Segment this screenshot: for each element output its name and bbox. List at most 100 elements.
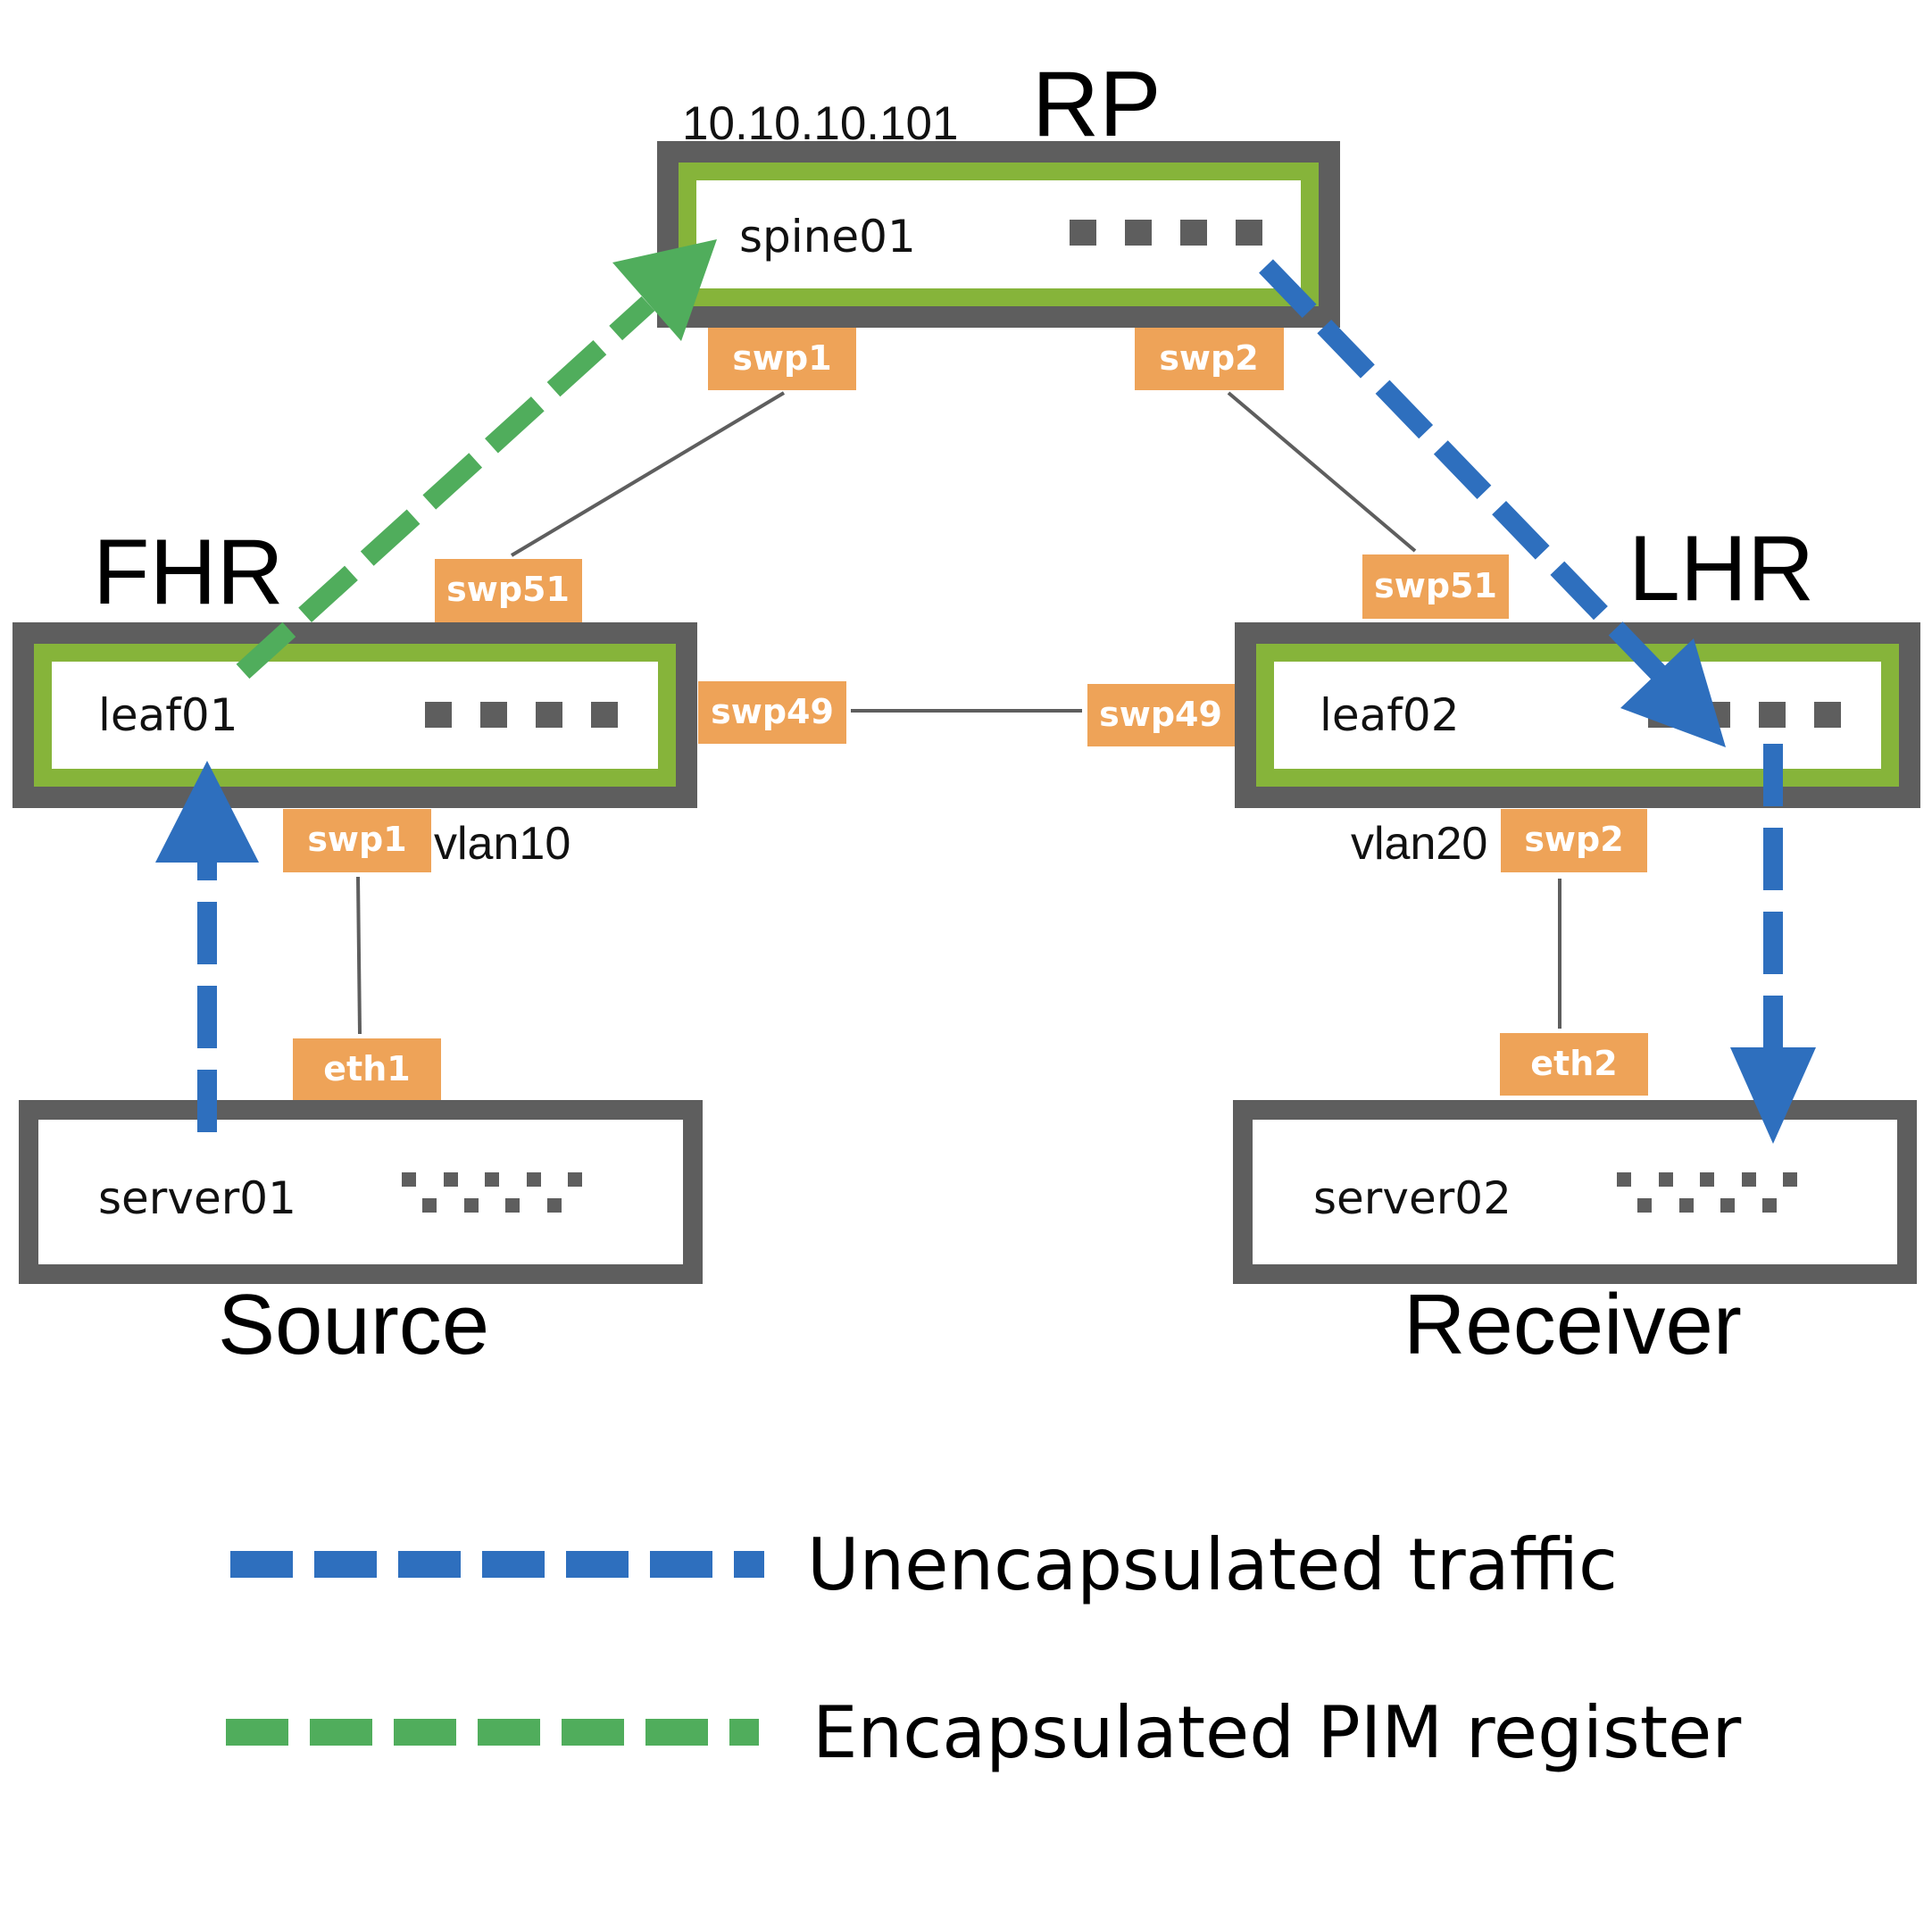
blue-dashed-path (1259, 259, 1666, 680)
vlan-label-leaf02: vlan20 (1351, 818, 1487, 870)
port-icon (1783, 1172, 1797, 1187)
leaf02-outer-border (1235, 622, 1920, 808)
fhr-role-label: FHR (93, 521, 284, 624)
port-icon (485, 1172, 499, 1187)
port-label-spine01-swp1[interactable]: swp1 (708, 328, 856, 390)
port-icon (425, 702, 452, 728)
port-label-spine01-swp2[interactable]: swp2 (1135, 328, 1284, 390)
port-label-text: swp2 (1524, 820, 1623, 859)
port-label-text: swp49 (711, 692, 834, 731)
arrowhead-icon (612, 239, 717, 341)
port-label-server01-eth1[interactable]: eth1 (293, 1038, 441, 1100)
port-label-bg (1087, 684, 1235, 746)
legend: Unencapsulated traffic Encapsulated PIM … (226, 1523, 1741, 1774)
vlan-label-leaf01: vlan10 (434, 818, 570, 870)
port-icon (1070, 220, 1096, 246)
port-icon (1180, 220, 1207, 246)
port-icon (422, 1198, 437, 1213)
leaf02-accent-border (1256, 644, 1899, 787)
port-icon (1814, 702, 1841, 728)
device-spine01[interactable]: spine01 (657, 141, 1340, 328)
link-spine-swp2-leaf02-swp51 (1227, 391, 1417, 553)
port-label-text: swp2 (1159, 338, 1258, 378)
leaf01-outer-border (12, 622, 697, 808)
port-label-leaf02-swp2[interactable]: swp2 (1501, 809, 1647, 872)
legend-label: Unencapsulated traffic (807, 1523, 1618, 1606)
port-label-leaf02-swp51[interactable]: swp51 (1362, 554, 1509, 619)
link-leaf01-server01 (356, 876, 362, 1035)
port-label-leaf01-swp1[interactable]: swp1 (283, 809, 431, 872)
arrowhead-icon (1730, 1047, 1816, 1144)
green-dashed-path (236, 296, 655, 679)
port-label-bg (1500, 1033, 1648, 1096)
device-server02[interactable]: server02 (1233, 1100, 1917, 1284)
port-label-text: eth2 (1530, 1044, 1617, 1083)
port-label-bg (1362, 554, 1509, 619)
server01-label: server01 (98, 1172, 296, 1224)
port-label-bg (1135, 328, 1284, 390)
port-icon (1236, 220, 1262, 246)
port-icon (1659, 1172, 1673, 1187)
source-role-label: Source (218, 1277, 489, 1372)
port-icon (568, 1172, 582, 1187)
port-icon (1679, 1198, 1694, 1213)
arrowhead-icon (155, 761, 259, 863)
port-label-bg (283, 809, 431, 872)
link-spine-swp1-leaf01-swp51 (510, 391, 786, 557)
port-icon (1637, 1198, 1652, 1213)
device-server01[interactable]: server01 (19, 1100, 703, 1284)
leaf01-port-icons (425, 702, 618, 728)
flow-unencapsulated-rp-to-lhr (1259, 259, 1726, 747)
port-icon (402, 1172, 416, 1187)
port-icon (547, 1198, 562, 1213)
links (356, 391, 1561, 1035)
port-icon (1742, 1172, 1756, 1187)
rp-role-label: RP (1032, 53, 1161, 156)
port-label-bg (698, 681, 846, 744)
port-label-text: swp1 (732, 338, 831, 378)
port-label-bg (293, 1038, 441, 1100)
port-icon (527, 1172, 541, 1187)
port-icon (444, 1172, 458, 1187)
spine01-port-icons (1070, 220, 1262, 246)
port-icon (536, 702, 562, 728)
port-label-text: swp51 (1374, 566, 1497, 605)
legend-label: Encapsulated PIM register (812, 1691, 1741, 1774)
spine01-label: spine01 (739, 211, 916, 263)
receiver-role-label: Receiver (1403, 1277, 1742, 1372)
port-label-bg (708, 328, 856, 390)
server02-port-icons (1617, 1172, 1797, 1213)
port-labels: swp1 swp2 swp51 swp51 swp49 swp49 swp1 (283, 328, 1648, 1100)
legend-item-unencapsulated: Unencapsulated traffic (230, 1523, 1618, 1606)
port-label-bg (435, 559, 582, 622)
spine01-outer-border (657, 141, 1340, 328)
port-icon (480, 702, 507, 728)
lhr-role-label: LHR (1628, 517, 1814, 621)
port-icon (1762, 1198, 1777, 1213)
leaf01-accent-border (34, 644, 676, 787)
port-label-text: swp1 (307, 820, 406, 859)
server02-label: server02 (1313, 1172, 1511, 1224)
port-icon (591, 702, 618, 728)
rp-ip-address: 10.10.10.101 (682, 97, 958, 150)
port-label-server02-eth2[interactable]: eth2 (1500, 1033, 1648, 1096)
port-icon (1125, 220, 1152, 246)
port-label-leaf01-swp51[interactable]: swp51 (435, 559, 582, 622)
port-icon (464, 1198, 479, 1213)
port-label-text: eth1 (323, 1049, 410, 1088)
port-label-bg (1501, 809, 1647, 872)
device-leaf02[interactable]: leaf02 (1235, 622, 1920, 808)
flow-encapsulated-pim-register (236, 239, 717, 679)
legend-item-encapsulated: Encapsulated PIM register (226, 1691, 1741, 1774)
port-icon (1700, 1172, 1714, 1187)
port-icon (1617, 1172, 1631, 1187)
port-icon (1759, 702, 1786, 728)
server01-port-icons (402, 1172, 582, 1213)
flow-unencapsulated-source-to-fhr (155, 761, 259, 1132)
port-icon (505, 1198, 520, 1213)
device-leaf01[interactable]: leaf01 (12, 622, 697, 808)
port-label-leaf01-swp49[interactable]: swp49 (698, 681, 846, 744)
port-label-leaf02-swp49[interactable]: swp49 (1087, 684, 1235, 746)
server01-border (19, 1100, 703, 1284)
